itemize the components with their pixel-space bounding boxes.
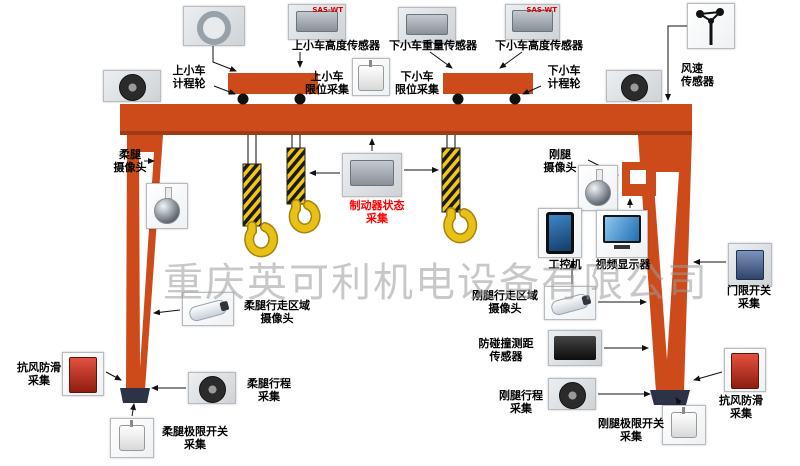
industrial-pc-photo [538, 208, 582, 258]
label-video-display: 视频显示器 [595, 258, 651, 271]
pulley-icon [197, 11, 231, 45]
label-upper-trolley-odometer: 上小车 计程轮 [172, 64, 206, 90]
rail-clamp-icon [69, 357, 97, 393]
hook-blocks [242, 147, 461, 227]
pulley-device-photo [183, 6, 245, 46]
tablet-icon [546, 212, 574, 254]
machine-icon [350, 159, 394, 187]
brake-photo [342, 153, 402, 197]
trolley-limit-switch-photo [352, 58, 390, 96]
bullet-camera-icon [549, 292, 591, 317]
upper-odometer-wheel-photo [103, 70, 161, 102]
anemometer-icon [696, 8, 724, 45]
dome-camera-icon [147, 184, 187, 228]
monitor-icon [603, 215, 641, 243]
label-wind-sensor: 风速 传感器 [681, 62, 714, 88]
bullet-camera-icon [187, 298, 229, 323]
lower-odometer-wheel-photo [606, 70, 662, 102]
flexible-travel-wheel-photo [188, 372, 236, 404]
flexible-leg-area-camera-photo [182, 292, 234, 326]
machine-icon [512, 10, 553, 33]
wheel-icon [620, 74, 648, 101]
label-flexible-leg-travel: 柔腿行程 采集 [247, 377, 291, 403]
rigid-limit-switch-photo [662, 405, 706, 445]
anti-slip-left-photo [62, 352, 104, 396]
label-lower-trolley-odometer: 下小车 计程轮 [547, 64, 581, 90]
hoist-cables [247, 135, 456, 164]
flexible-limit-switch-photo [110, 418, 154, 458]
label-anti-wind-slip-left: 抗风防滑 采集 [17, 361, 61, 387]
label-rigid-leg-area-camera: 刚腿行走区域 摄像头 [472, 289, 538, 315]
lower-height-sensor-photo: SAS-WT [505, 4, 560, 40]
machine-icon [295, 10, 339, 33]
wheel-icon [198, 376, 226, 403]
upper-height-sensor-photo: SAS-WT [288, 4, 346, 40]
door-limit-device-photo [728, 243, 772, 287]
sensor-box-icon [554, 336, 596, 360]
lower-trolley [443, 73, 533, 105]
sensor-model-mark: SAS-WT [526, 6, 557, 14]
label-rigid-leg-travel: 刚腿行程 采集 [499, 389, 543, 415]
monitor-stand-icon [614, 245, 630, 249]
anti-slip-right-photo [724, 348, 766, 392]
anemometer-photo [687, 3, 735, 49]
rigid-leg-ptz-camera-photo [578, 165, 618, 211]
video-display-photo [596, 210, 648, 258]
flexible-leg-ptz-camera-photo [146, 183, 188, 229]
main-beam [120, 104, 692, 135]
label-upper-trolley-height-sensor: 上小车高度传感器 [292, 39, 380, 52]
label-anti-wind-slip-right: 抗风防滑 采集 [719, 394, 763, 420]
label-lower-trolley-height-sensor: 下小车高度传感器 [495, 39, 583, 52]
label-upper-trolley-limit: 上小车 限位采集 [305, 70, 349, 96]
label-flexible-leg-camera: 柔腿 摄像头 [113, 148, 147, 174]
weight-sensor-photo [398, 7, 456, 43]
wheel-icon [558, 382, 586, 409]
label-lower-trolley-limit: 下小车 限位采集 [395, 70, 439, 96]
label-rigid-leg-camera: 刚腿 摄像头 [543, 148, 577, 174]
label-anti-collision: 防碰撞测距 传感器 [478, 337, 534, 363]
rigid-travel-wheel-photo [548, 378, 596, 410]
anti-collision-sensor-photo [548, 330, 602, 366]
rigid-leg [622, 135, 692, 405]
label-brake-status: 制动器状态 采集 [349, 199, 405, 225]
upper-trolley [228, 73, 318, 105]
label-rigid-leg-limit: 刚腿极限开关 采集 [598, 417, 664, 443]
dome-camera-icon [579, 166, 617, 210]
sensor-model-mark: SAS-WT [312, 6, 343, 14]
label-flexible-leg-limit: 柔腿极限开关 采集 [162, 425, 228, 451]
label-door-limit: 门限开关 采集 [727, 284, 771, 310]
limit-switch-icon [119, 420, 145, 451]
machine-icon [405, 13, 449, 36]
device-icon [736, 250, 764, 280]
wheel-icon [118, 74, 146, 101]
label-flexible-leg-area-camera: 柔腿行走区域 摄像头 [244, 299, 310, 325]
label-lower-trolley-weight-sensor: 下小车重量传感器 [389, 39, 477, 52]
crane-hooks [244, 199, 478, 258]
rail-clamp-icon [731, 353, 759, 389]
limit-switch-icon [671, 407, 697, 438]
flexible-leg [120, 135, 163, 403]
limit-switch-icon [358, 60, 384, 91]
rigid-leg-area-camera-photo [544, 286, 596, 320]
label-industrial-pc: 工控机 [548, 258, 582, 271]
